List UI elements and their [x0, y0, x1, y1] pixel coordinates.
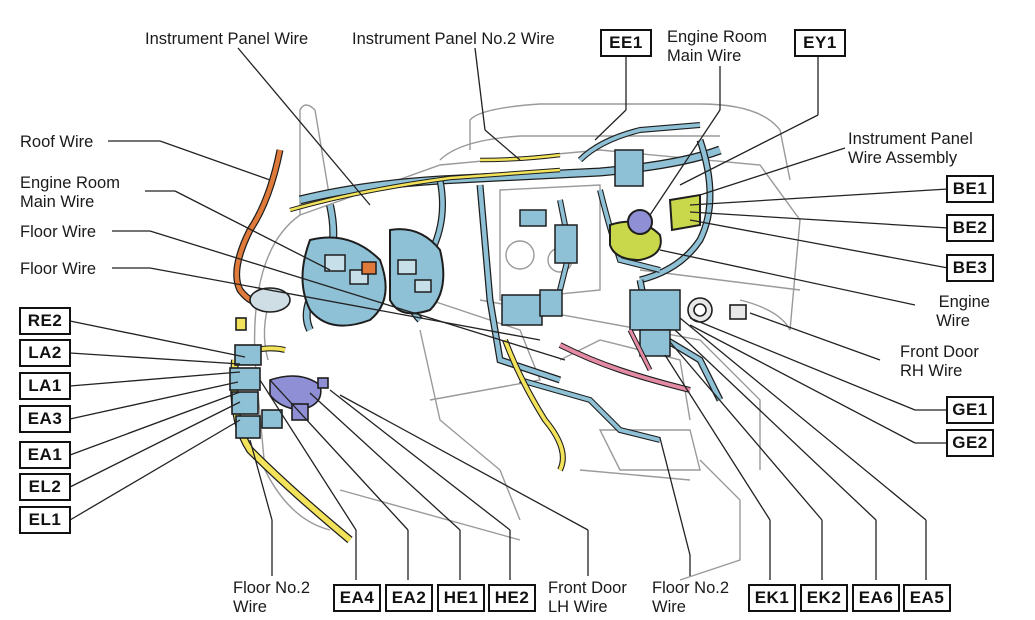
label-engine-room-main-wire-top-line2: Main Wire — [667, 47, 742, 65]
label-floor-wire-2: Floor Wire — [20, 260, 97, 278]
connector-ea2: EA2 — [385, 584, 433, 612]
roof-harness — [233, 149, 284, 307]
label-instrument-panel-wire-assembly-line1: Instrument Panel — [848, 130, 973, 148]
connector-ge1: GE1 — [946, 396, 994, 424]
leader-lines — [69, 47, 949, 580]
label-engine-wire-line1: Engine — [938, 293, 990, 311]
connector-he1: HE1 — [437, 584, 485, 612]
label-engine-room-main-wire-top-line1: Engine Room — [667, 28, 767, 46]
connector-he2: HE2 — [488, 584, 536, 612]
label-instrument-panel-no2-wire: Instrument Panel No.2 Wire — [352, 30, 555, 48]
label-floor-no2-wire-left-line1: Floor No.2 — [233, 579, 311, 597]
connector-ge2: GE2 — [946, 429, 994, 457]
connector-ea1: EA1 — [19, 441, 71, 469]
vehicle-body-outline — [253, 103, 801, 581]
label-roof-wire: Roof Wire — [20, 133, 94, 151]
label-instrument-panel-wire: Instrument Panel Wire — [145, 30, 309, 48]
connector-ek2: EK2 — [800, 584, 848, 612]
right-door-connector — [687, 297, 747, 323]
connector-be1: BE1 — [946, 175, 994, 203]
label-floor-no2-wire-right-line2: Wire — [652, 598, 686, 616]
left-junction-cluster — [301, 228, 445, 327]
label-engine-wire-line2: Wire — [936, 312, 970, 330]
pink-floor-harness — [558, 328, 691, 393]
connector-be2: BE2 — [946, 214, 994, 242]
connector-ek1: EK1 — [748, 584, 796, 612]
connector-ea4: EA4 — [333, 584, 381, 612]
label-front-door-lh-wire-line2: LH Wire — [548, 598, 608, 616]
yellow-harness-top — [289, 152, 561, 213]
label-engine-room-main-wire-left-line2: Main Wire — [20, 193, 95, 211]
connector-be3: BE3 — [946, 254, 994, 282]
label-floor-wire-1: Floor Wire — [20, 223, 97, 241]
label-front-door-rh-wire-line2: RH Wire — [900, 362, 963, 380]
connector-el1: EL1 — [19, 506, 71, 534]
label-floor-no2-wire-left-line2: Wire — [233, 598, 267, 616]
label-floor-no2-wire-right-line1: Floor No.2 — [652, 579, 730, 597]
connector-ey1: EY1 — [794, 29, 846, 57]
label-front-door-lh-wire-line1: Front Door — [548, 579, 627, 597]
connector-ea6: EA6 — [852, 584, 900, 612]
center-connector-blocks — [501, 149, 681, 357]
connector-el2: EL2 — [19, 473, 71, 501]
yellow-floor-harness — [230, 338, 566, 544]
connector-re2: RE2 — [19, 307, 71, 335]
connector-ea3: EA3 — [19, 405, 71, 433]
connector-la1: LA1 — [19, 372, 71, 400]
connector-ee1: EE1 — [600, 29, 652, 57]
connector-ea5: EA5 — [903, 584, 951, 612]
label-engine-room-main-wire-left-line1: Engine Room — [20, 174, 120, 192]
connector-la2: LA2 — [19, 339, 71, 367]
engine-wire-green — [609, 193, 701, 262]
label-front-door-rh-wire-line1: Front Door — [900, 343, 979, 361]
label-instrument-panel-wire-assembly-line2: Wire Assembly — [848, 149, 958, 167]
